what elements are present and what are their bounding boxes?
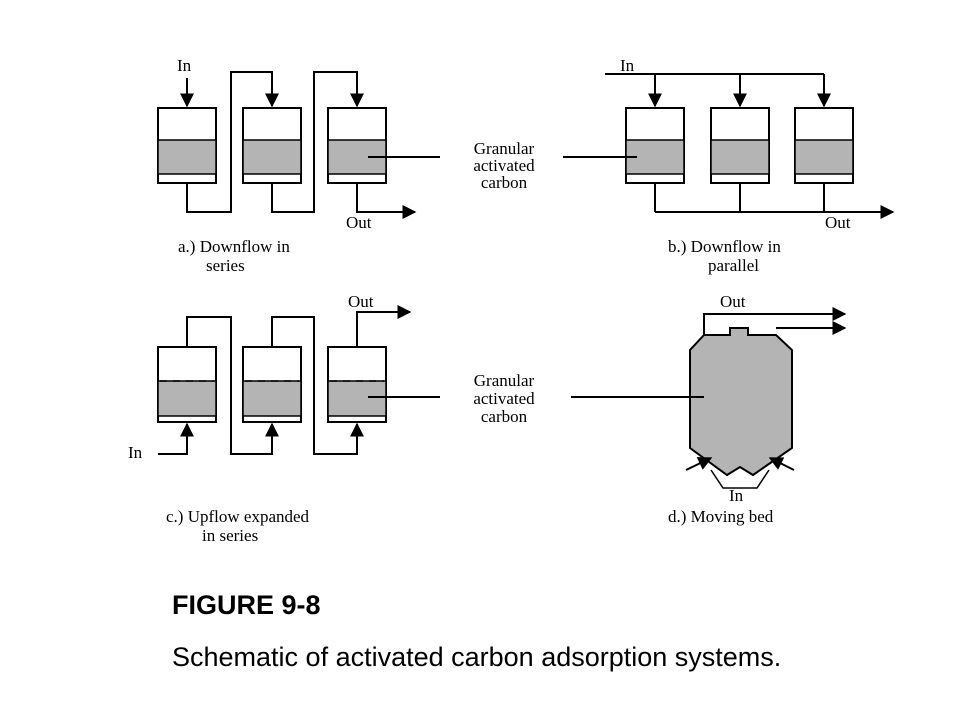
label-in: In — [177, 56, 192, 75]
panel-b-caption-2: parallel — [708, 256, 759, 275]
inlet-bracket — [710, 469, 770, 489]
gac-label-top-2: activated — [473, 156, 535, 175]
flow-line — [186, 71, 279, 213]
panel-a-caption-1: a.) Downflow in — [178, 237, 290, 256]
panel-a-downflow-series — [157, 71, 440, 219]
gac-label-bottom-2: activated — [473, 389, 535, 408]
carbon-bed — [242, 380, 302, 417]
carbon-bed — [242, 139, 302, 175]
panel-a-caption-2: series — [206, 256, 245, 275]
panel-c-caption-1: c.) Upflow expanded — [166, 507, 310, 526]
gac-label-bottom-3: carbon — [481, 407, 528, 426]
moving-bed-vessel — [689, 327, 793, 477]
gac-label-top-3: carbon — [481, 173, 528, 192]
inlet-arrow — [158, 422, 194, 455]
panel-c-caption-2: in series — [202, 526, 258, 545]
gac-label-top-1: Granular — [474, 139, 535, 158]
column — [794, 107, 854, 184]
inlet-arrow — [768, 457, 795, 471]
column — [242, 107, 302, 184]
column — [625, 107, 685, 184]
label-in: In — [620, 56, 635, 75]
label-out: Out — [720, 292, 746, 311]
column — [327, 107, 387, 184]
panel-d-moving-bed — [571, 307, 847, 489]
outlet-arrow — [356, 305, 412, 347]
column — [327, 346, 387, 423]
label-out: Out — [348, 292, 374, 311]
diagram-labels: In Out a.) Downflow in series Granular a… — [128, 56, 851, 545]
panel-d-caption-1: d.) Moving bed — [668, 507, 774, 526]
panel-b-caption-1: b.) Downflow in — [668, 237, 781, 256]
label-in: In — [128, 443, 143, 462]
panel-b-downflow-parallel — [563, 73, 895, 219]
figure-caption: Schematic of activated carbon adsorption… — [172, 642, 782, 672]
carbon-bed — [327, 380, 387, 417]
label-in: In — [729, 486, 744, 505]
column — [157, 346, 217, 423]
label-out: Out — [346, 213, 372, 232]
flow-line — [271, 316, 364, 455]
figure-title: FIGURE 9-8 — [172, 590, 321, 620]
outlet-arrow — [356, 183, 417, 219]
outlet-arrow — [703, 307, 847, 335]
gac-label-bottom-1: Granular — [474, 371, 535, 390]
column — [157, 107, 217, 184]
column — [710, 107, 770, 184]
carbon-bed — [157, 139, 217, 175]
flow-line — [186, 316, 279, 455]
inlet-arrow — [685, 457, 713, 471]
label-out: Out — [825, 213, 851, 232]
column — [242, 346, 302, 423]
flow-line — [271, 71, 364, 213]
carbon-bed — [157, 380, 217, 417]
carbon-bed — [794, 139, 854, 175]
panel-c-upflow-expanded — [157, 305, 440, 455]
carbon-bed — [710, 139, 770, 175]
